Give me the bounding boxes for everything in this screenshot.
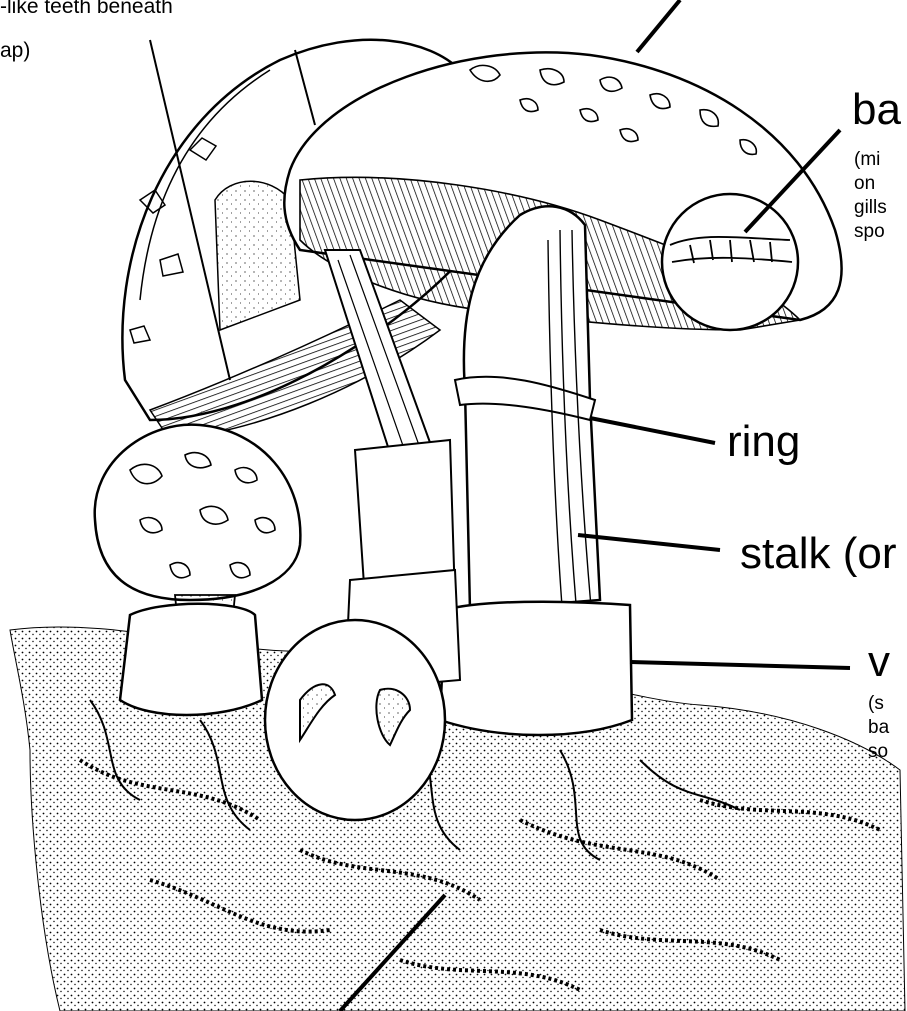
ring-label: ring [727,420,800,464]
basidia-magnifier [662,194,798,330]
leader-line-volva [630,662,850,668]
leader-line-cap [637,0,680,52]
teeth-label-line2: ap) [0,40,30,61]
volva-desc-line2: ba [868,716,889,740]
basidia-desc-line2: on [854,172,875,196]
basidia-desc-line4: spo [854,220,885,244]
leader-line-stalk [578,535,720,550]
volva-desc-line1: (s [868,692,884,716]
basidia-label: ba [852,88,901,132]
basidia-desc-line3: gills [854,196,887,220]
egg-stage [265,620,445,820]
stalk-label: stalk (or [740,532,896,576]
leader-line-ring [590,418,715,443]
basidia-desc-line1: (mi [854,148,880,172]
teeth-label-line1: -like teeth beneath [0,0,173,17]
volva-label: v [868,640,890,684]
volva-desc-line3: so [868,740,888,764]
